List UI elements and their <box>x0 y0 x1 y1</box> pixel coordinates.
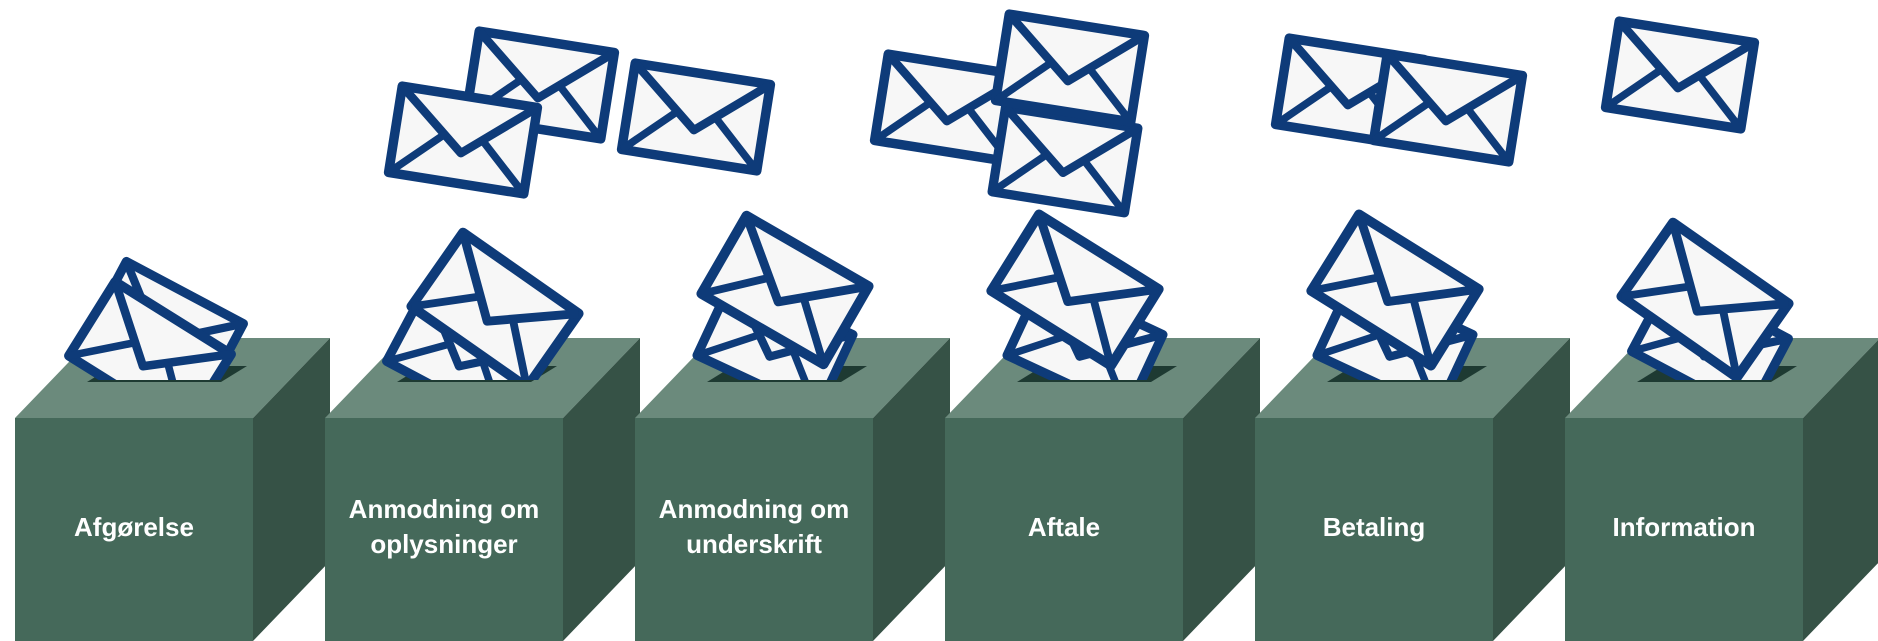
ballot-box-information: Information <box>1565 223 1878 641</box>
envelope-icon <box>389 86 538 194</box>
box-label: Afgørelse <box>74 512 194 542</box>
box-label: Aftale <box>1028 512 1100 542</box>
box-label: Anmodning om <box>659 494 850 524</box>
box-side <box>563 338 640 641</box>
box-front <box>945 418 1183 641</box>
box-front <box>15 418 253 641</box>
envelope-icon <box>996 14 1145 122</box>
ballot-box-anmodning-om-underskrift: Anmodning om underskrift <box>635 216 950 641</box>
box-label: underskrift <box>686 529 822 559</box>
flying-envelopes <box>389 14 1755 213</box>
box-front <box>325 418 563 641</box>
envelope-icon <box>1606 21 1755 129</box>
box-side <box>873 338 950 641</box>
box-label: oplysninger <box>370 529 517 559</box>
box-front <box>1255 418 1493 641</box>
box-label: Information <box>1613 512 1756 542</box>
box-side <box>1183 338 1260 641</box>
ballot-box-aftale: Aftale <box>945 214 1260 641</box>
envelope-icon <box>1374 54 1523 162</box>
ballot-box-afgorelse: Afgørelse <box>15 262 330 641</box>
box-label: Anmodning om <box>349 494 540 524</box>
ballot-box-betaling: Betaling <box>1255 214 1570 641</box>
ballot-box-anmodning-om-oplysninger: Anmodning om oplysninger <box>325 233 640 641</box>
box-front <box>635 418 873 641</box>
box-side <box>1493 338 1570 641</box>
box-side <box>1803 340 1878 641</box>
box-side <box>253 338 330 641</box>
envelope-icon <box>622 63 771 171</box>
box-front <box>1565 418 1803 641</box>
box-label: Betaling <box>1323 512 1426 542</box>
